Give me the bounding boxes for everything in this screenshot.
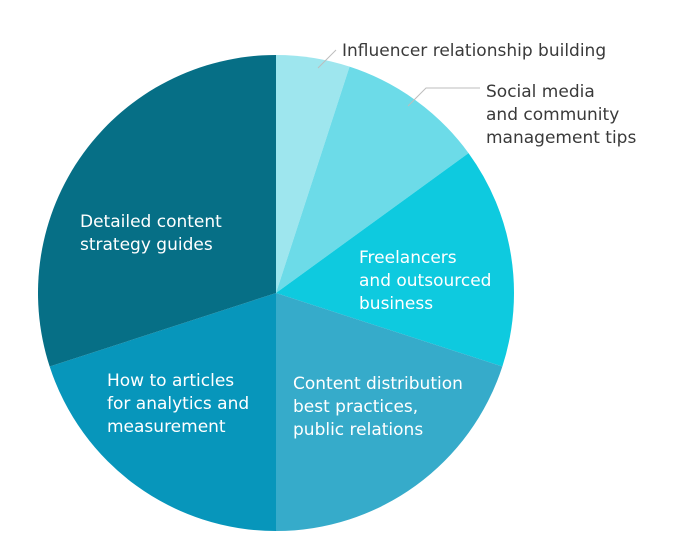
slice-freelancers-and-outsourced-business [276,153,514,367]
leader-line-influencer-relationship-building [317,49,337,69]
slice-how-to-articles-for-analytics-and-measurement [49,293,277,531]
slice-influencer-relationship-building [276,55,350,293]
leader-lines [317,49,480,107]
label-influencer-relationship-building: Influencer relationship building [342,41,606,61]
pie-slices [37,55,514,531]
slice-content-distribution-best-practices-public-relations [276,293,503,531]
slice-detailed-content-strategy-guides [37,55,276,367]
slice-social-media-and-community-management-tips [276,66,469,293]
leader-line-social-media-and-community-management-tips [407,87,480,107]
